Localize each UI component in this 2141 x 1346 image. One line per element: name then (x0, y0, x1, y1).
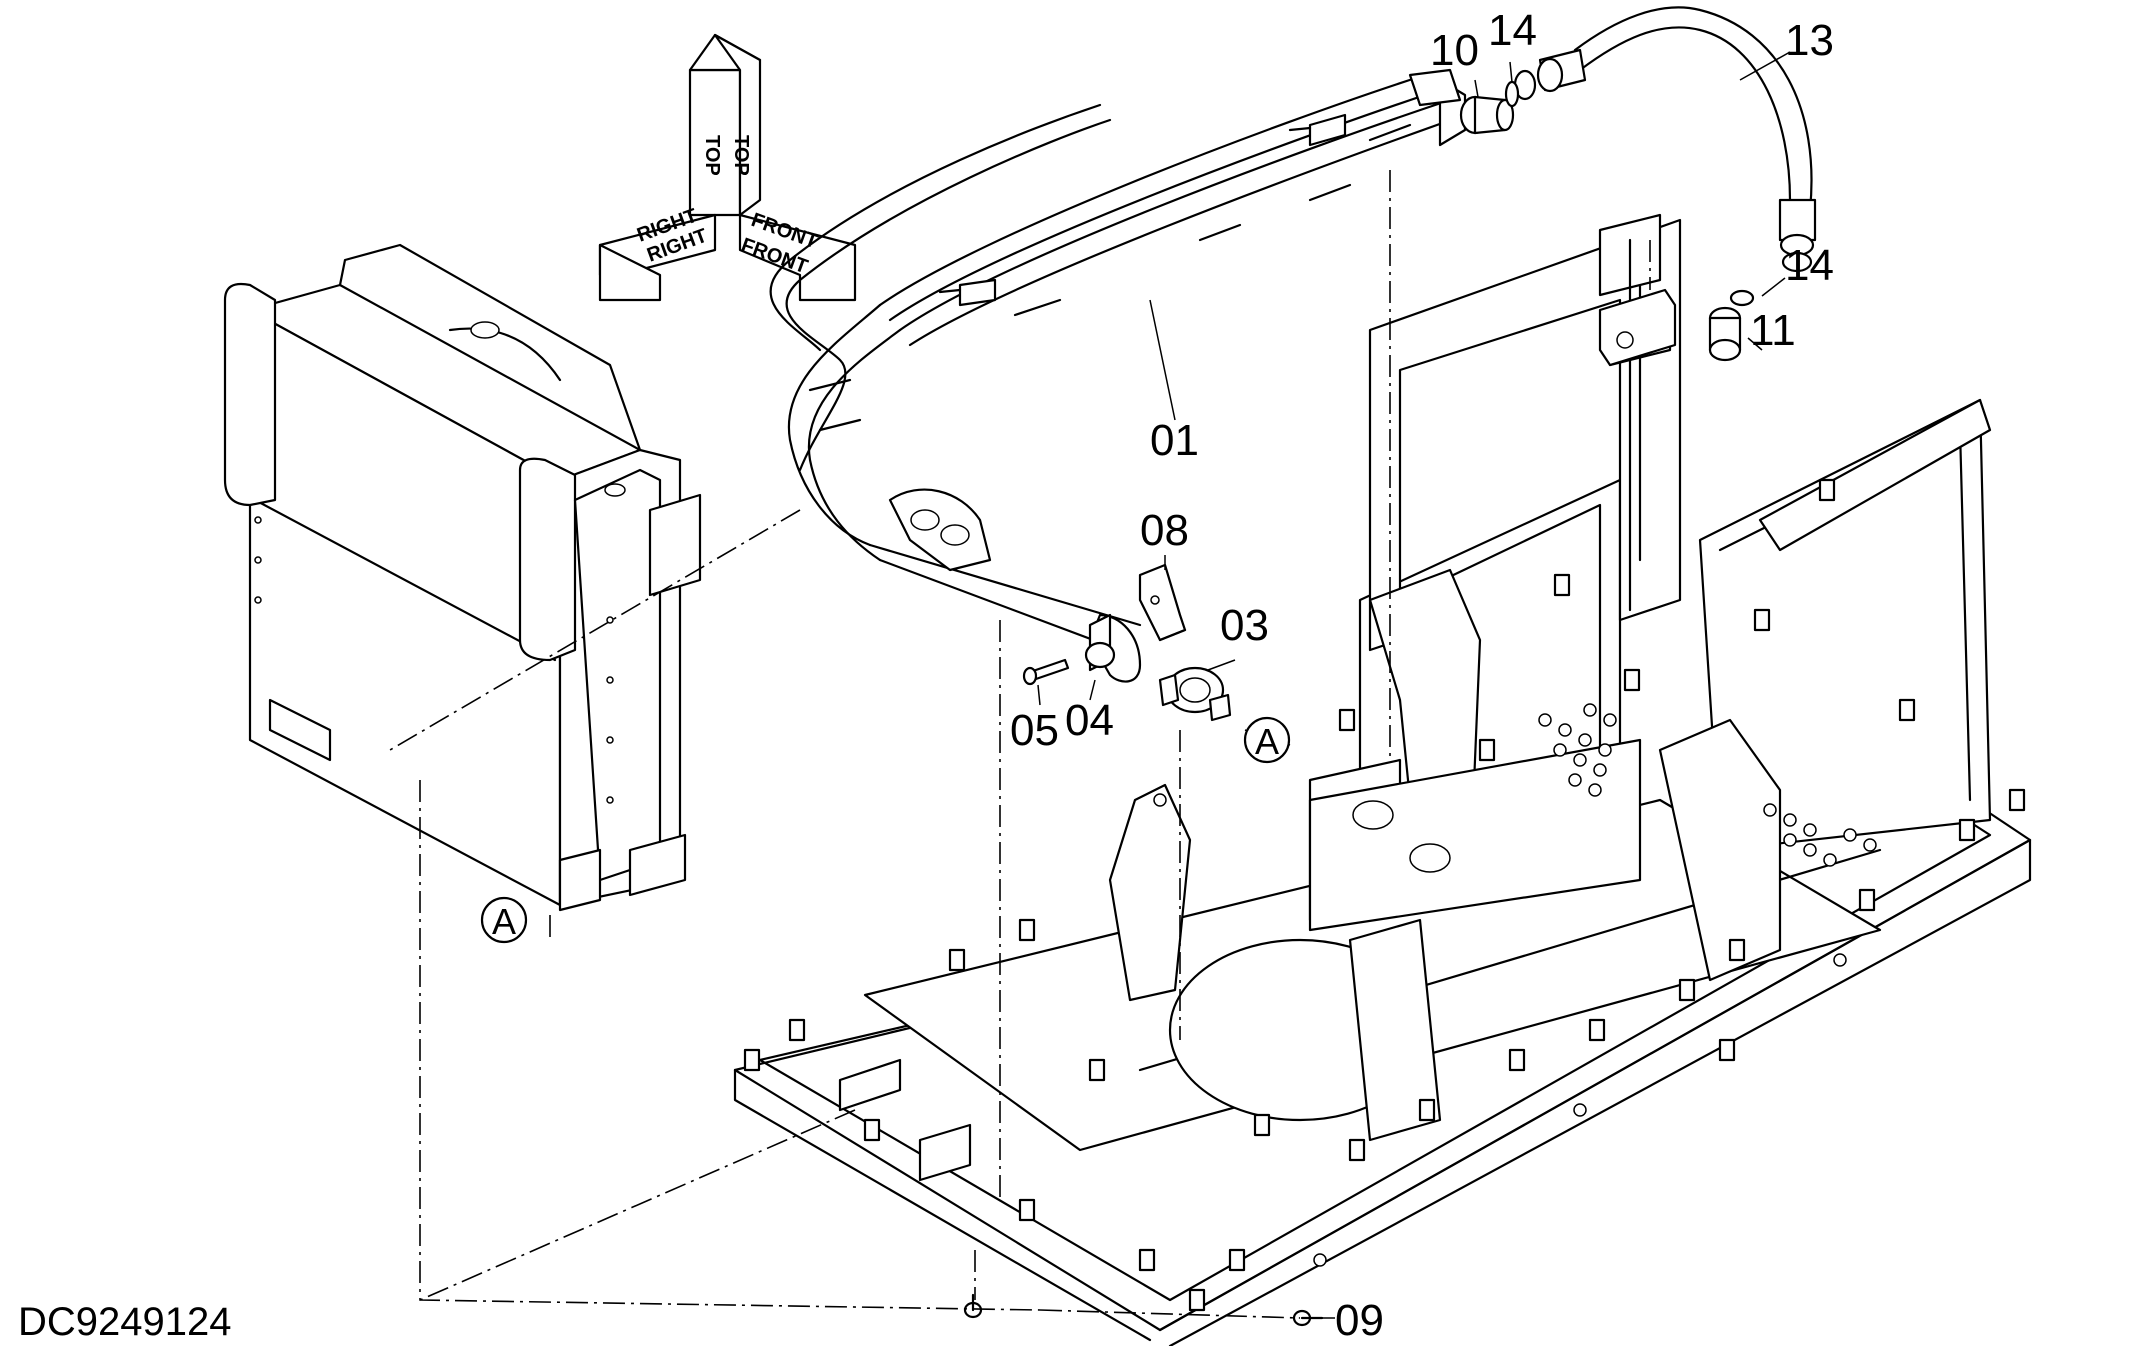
hose-pipe-01 (769, 68, 1467, 683)
o-ring-14-upper (1504, 80, 1520, 108)
ref-label-a-pipe: A (1255, 721, 1279, 762)
fitting-10 (1459, 95, 1515, 135)
dir-label-top-b: TOP (730, 135, 752, 176)
reference-mark-a-pipe: A (1243, 716, 1291, 764)
orientation-indicator: TOP TOP RIGHT RIGHT FRONT FRONT (598, 33, 857, 302)
ref-label-a-radiator: A (492, 901, 516, 942)
callout-14-upper: 14 (1488, 6, 1537, 55)
fitting-11 (1708, 306, 1742, 362)
callout-10: 10 (1430, 26, 1479, 75)
part-callouts: 01 03 04 05 08 09 10 11 13 14 14 (1010, 6, 1834, 1345)
floor-perforations (1538, 703, 1877, 867)
callout-14-lower: 14 (1785, 241, 1834, 290)
callout-05: 05 (1010, 706, 1059, 755)
callout-11: 11 (1750, 306, 1796, 355)
mounting-block (1598, 288, 1677, 367)
dir-label-top-a: TOP (701, 135, 723, 176)
bolt-bottom (963, 1293, 983, 1319)
bolt-05 (1022, 658, 1070, 686)
callout-01: 01 (1150, 416, 1199, 465)
radiator-assembly (223, 243, 702, 912)
callout-03: 03 (1220, 601, 1269, 650)
bolt-09 (1292, 1309, 1324, 1327)
assembly-leader-lines (389, 170, 1651, 1319)
callout-04: 04 (1065, 696, 1114, 745)
callout-13: 13 (1785, 16, 1834, 65)
clamp-04 (1084, 613, 1116, 672)
drawing-code: DC9249124 (18, 1300, 232, 1344)
frame-structure (733, 213, 2032, 1346)
callout-08: 08 (1140, 506, 1189, 555)
reference-mark-a-radiator: A (480, 896, 528, 944)
clamp-03 (1158, 666, 1232, 722)
frame-clips (743, 478, 2026, 1312)
callout-09: 09 (1335, 1296, 1384, 1345)
bracket-08 (1138, 563, 1187, 642)
hose-13 (1513, 6, 1817, 273)
o-ring-14-lower (1729, 289, 1755, 307)
callout-leader-lines (1037, 51, 1791, 1319)
